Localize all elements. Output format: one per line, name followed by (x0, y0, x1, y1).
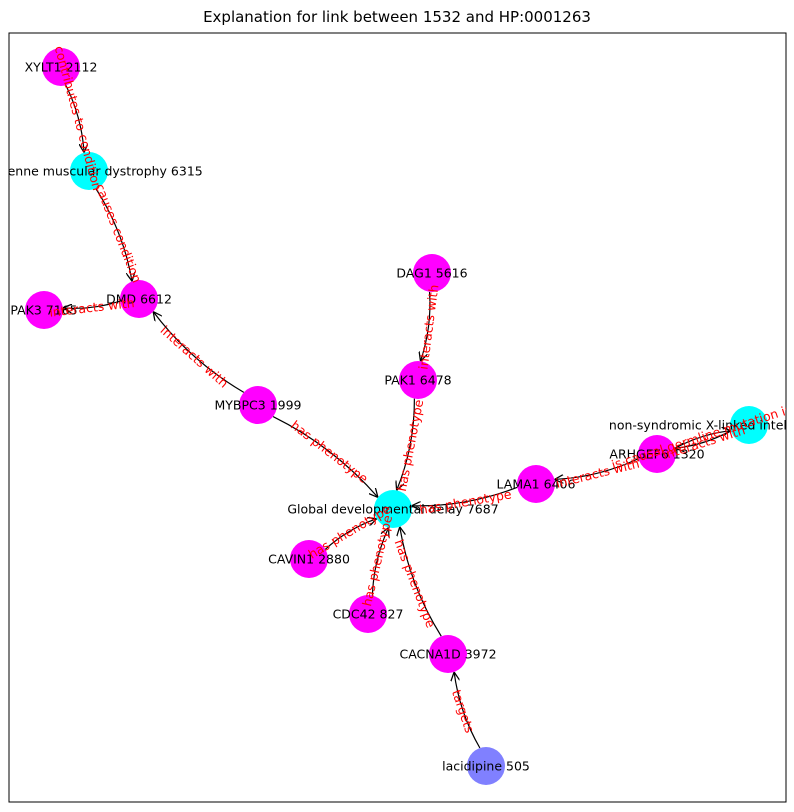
node-dmd (120, 280, 158, 318)
edges-layer (63, 85, 731, 749)
node-dmd-disease (70, 152, 108, 190)
node-label-cacna1d: CACNA1D 3972 (399, 647, 496, 662)
edge-label-dag1-pak1: interacts with (415, 284, 441, 371)
edge-cdc42-gdd (371, 527, 388, 596)
edge-label-lacidipine-cacna1d: targets (449, 688, 478, 735)
node-label-dag1: DAG1 5616 (396, 266, 467, 281)
node-cacna1d (429, 635, 467, 673)
node-label-mybpc3: MYBPC3 1999 (215, 398, 302, 413)
node-arhgef6 (638, 435, 676, 473)
node-xlid (730, 406, 768, 444)
node-dag1 (413, 254, 451, 292)
edge-label-pak1-gdd: has phenotype (394, 398, 426, 493)
node-mybpc3 (239, 386, 277, 424)
node-label-dmd: DMD 6612 (106, 292, 172, 307)
edge-cavin1-gdd (324, 519, 376, 550)
node-label-xlid: non-syndromic X-linked intellectual disa… (609, 418, 794, 433)
edge-xylt1-dmd_disease (65, 85, 84, 152)
node-cavin1 (290, 540, 328, 578)
edge-label-dmd_disease-dmd: causes condition (93, 182, 145, 285)
node-label-lama1: LAMA1 6406 (497, 477, 576, 492)
node-label-gdd: Global developmental delay 7687 (287, 502, 498, 517)
node-label-cdc42: CDC42 827 (333, 607, 404, 622)
node-label-lacidipine: lacidipine 505 (442, 759, 530, 774)
node-pak1 (399, 361, 437, 399)
node-label-pak3: PAK3 7165 (10, 303, 77, 318)
edge-lama1-gdd (412, 486, 518, 506)
edge-mybpc3-dmd (153, 312, 245, 393)
nodes-layer (25, 48, 768, 785)
node-label-cavin1: CAVIN1 2880 (268, 552, 350, 567)
node-label-pak1: PAK1 6478 (384, 373, 451, 388)
node-cdc42 (349, 595, 387, 633)
edge-label-mybpc3-gdd: has phenotype (288, 417, 371, 486)
node-xylt1 (42, 48, 80, 86)
node-lacidipine (467, 747, 505, 785)
edge-arhgef6-xlid (674, 431, 731, 449)
node-labels-layer: XYLT1 2112Duchenne muscular dystrophy 63… (0, 60, 794, 774)
node-lama1 (517, 465, 555, 503)
edge-mybpc3-gdd (272, 416, 378, 498)
node-label-dmd-disease: Duchenne muscular dystrophy 6315 (0, 164, 203, 179)
page-title: Explanation for link between 1532 and HP… (203, 8, 591, 26)
edge-label-arhgef6-lama1: interacts with (554, 456, 641, 491)
edge-dag1-pak1 (420, 291, 431, 361)
edge-arhgef6-lama1 (554, 458, 639, 480)
edge-dmd-pak3 (63, 300, 121, 308)
edge-label-dmd-pak3: interacts with (48, 295, 135, 320)
edge-lacidipine-cacna1d (454, 672, 481, 749)
edge-cacna1d-gdd (400, 527, 442, 637)
node-label-xylt1: XYLT1 2112 (25, 60, 98, 75)
plot-frame (8, 32, 787, 803)
edge-pak1-gdd (397, 398, 415, 491)
node-gdd (374, 490, 412, 528)
edge-label-mybpc3-dmd: interacts with (158, 322, 232, 390)
edge-dmd_disease-dmd (95, 188, 132, 282)
node-label-arhgef6: ARHGEF6 1320 (609, 447, 704, 462)
node-pak3 (25, 291, 63, 329)
